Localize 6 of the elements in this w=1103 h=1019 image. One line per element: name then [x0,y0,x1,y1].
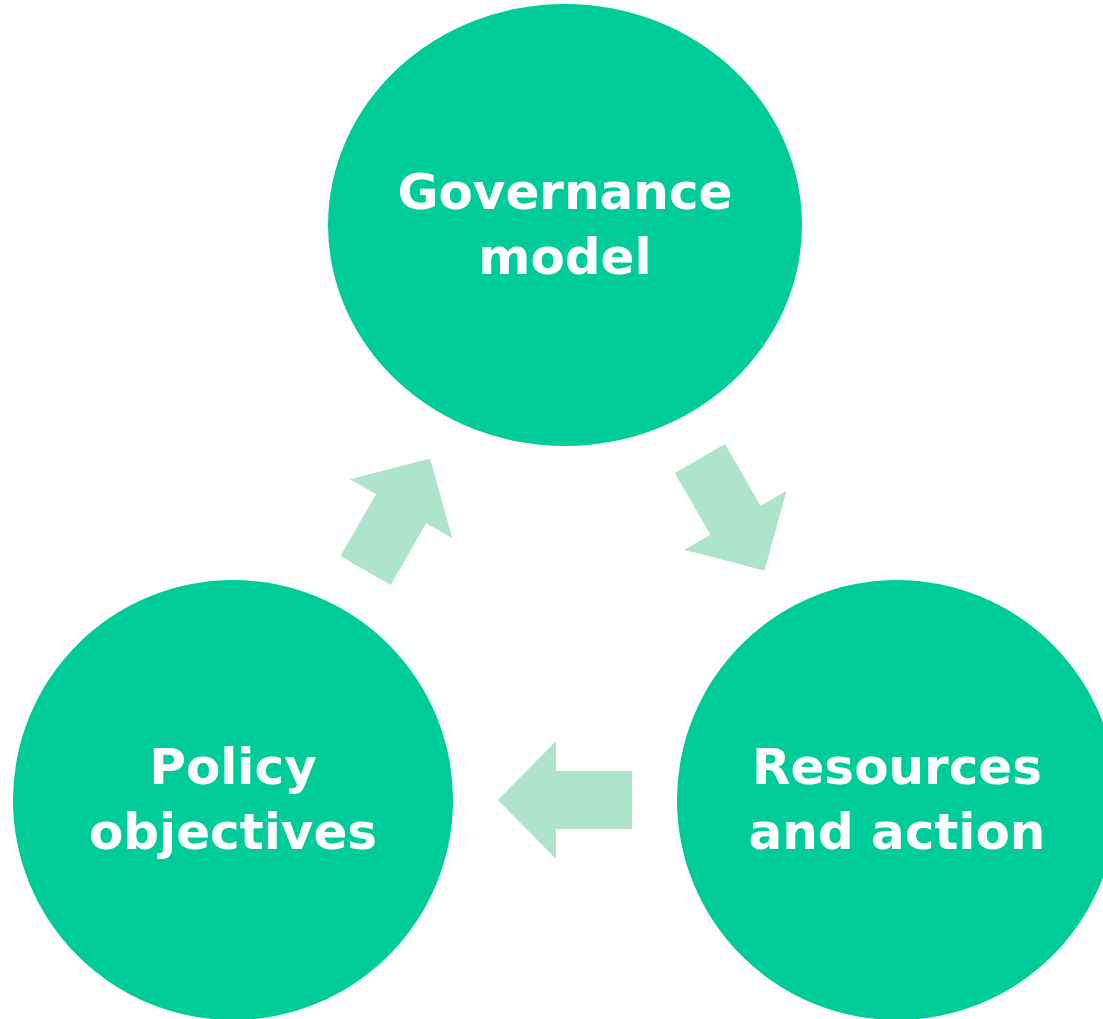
node-label: Policy objectives [87,737,379,863]
node-label: Resources and action [747,737,1047,863]
block-arrow [674,444,787,571]
node-label: Governance model [396,162,734,288]
block-arrow [498,741,632,859]
block-arrow [340,458,453,585]
